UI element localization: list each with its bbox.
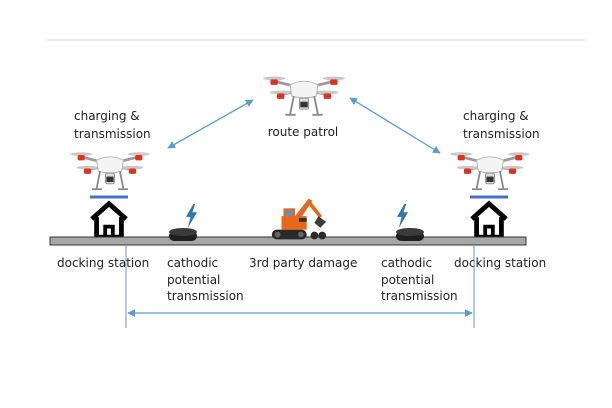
docking-station-label-right: docking station [454,256,546,270]
cathodic-label-left-line1: cathodic [167,256,218,270]
charging-label-right-line2: transmission [463,127,540,141]
cathodic-label-right-line2: potential [381,273,434,287]
lightning-icon [185,204,198,228]
house-icon [472,204,506,237]
lightning-icon [396,204,409,228]
charging-label-left-line1: charging & [74,109,140,123]
cathodic-label-right-line1: cathodic [381,256,432,270]
third-party-damage-label: 3rd party damage [249,256,357,270]
charging-label-left-line2: transmission [74,127,151,141]
cathodic-label-left-line3: transmission [167,289,244,303]
excavator-icon [271,198,327,240]
sensor-puck-icon [396,228,424,241]
patrol-arrow-right [349,97,441,154]
house-icon [92,204,126,237]
patrol-arrow-left [167,99,254,149]
cathodic-label-right-line3: transmission [381,289,458,303]
cathodic-label-left-line2: potential [167,273,220,287]
drone-icon [262,75,346,117]
drone-icon [448,150,531,191]
docking-station-label-left: docking station [57,256,149,270]
route-patrol-label: route patrol [268,125,339,139]
sensor-puck-icon [169,228,197,241]
drone-icon [69,150,152,191]
charging-label-right-line1: charging & [463,109,529,123]
